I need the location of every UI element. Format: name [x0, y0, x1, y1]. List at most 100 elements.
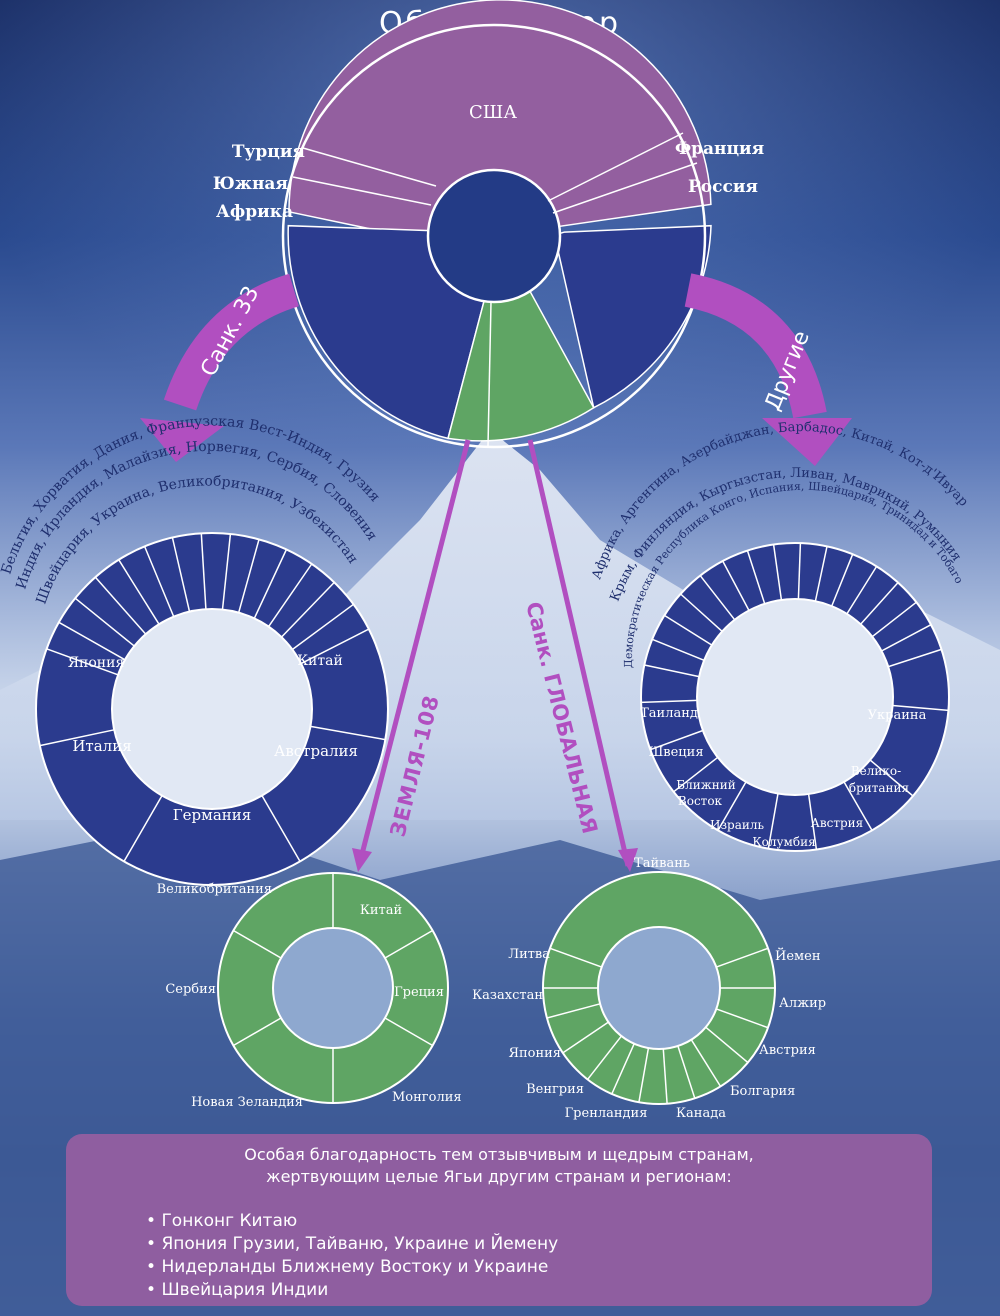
earth108-label-greece: Греция [394, 985, 444, 1000]
earth108-label-china: Китай [360, 903, 402, 918]
ring-divider [171, 537, 191, 612]
ring-divider [39, 729, 115, 747]
ring-divider [881, 624, 932, 652]
global-label-bulgaria: Болгария [730, 1084, 795, 1099]
sank33-label-japan: Япония [68, 655, 125, 671]
ring-divider [118, 559, 160, 625]
other-label-thailand: Таиланд [640, 706, 698, 721]
global-label-yemen: Йемен [775, 947, 821, 964]
earth108-ring [217, 872, 449, 1104]
ring-divider [892, 704, 949, 712]
earth108-label-new-zealand: Новая Зеландия [191, 1095, 303, 1110]
other-ring-band [641, 543, 949, 851]
ring-divider [384, 929, 433, 959]
ring-divider [611, 1043, 635, 1095]
ring-divider [237, 539, 260, 613]
ring-divider [664, 614, 713, 646]
ring-divider [716, 947, 769, 968]
ring-divider [887, 648, 942, 668]
main-ring-hub [426, 168, 562, 304]
ring-divider [680, 593, 723, 632]
ring-divider [280, 581, 335, 638]
ring-divider [871, 601, 917, 638]
thanks-note: Особая благодарность тем отзывчивым и ще… [66, 1134, 932, 1306]
arrow-earth108-head [352, 848, 372, 872]
global-label-lithuania: Литва [508, 947, 550, 962]
ring-divider [46, 648, 119, 676]
sank33-ring-outer-edge [35, 532, 389, 886]
ring-divider [221, 533, 232, 610]
global-label-japan: Япония [508, 1046, 561, 1061]
arrow-global-line [527, 439, 631, 867]
label-south-africa-line2: Африка [216, 202, 293, 222]
earth108-label-serbia: Сербия [165, 982, 216, 997]
ring-divider [807, 793, 818, 850]
ring-divider [233, 1017, 282, 1047]
other-label-austria: Австрия [811, 816, 863, 830]
ring-divider [717, 781, 747, 831]
ring-divider [562, 1021, 609, 1054]
label-usa: США [469, 102, 517, 123]
ring-divider [846, 566, 878, 615]
sank33-ring [35, 532, 389, 886]
sank33-ring-hub [111, 608, 313, 810]
global-label-hungary: Венгрия [526, 1082, 584, 1097]
ring-divider [814, 546, 828, 602]
ring-divider [58, 621, 126, 661]
arrow-sank33-head [140, 418, 224, 462]
arrow-other-head [762, 418, 852, 466]
other-label-sweden: Швеция [648, 745, 703, 760]
other-label-middle-east-line1: Ближний [676, 778, 735, 792]
global-label-taiwan: Тайвань [634, 856, 690, 871]
earth108-label-mongolia: Монголия [392, 1090, 462, 1105]
thanks-item: Нидерланды Ближнему Востоку и Украине [146, 1256, 558, 1279]
ring-divider [767, 793, 779, 849]
ring-divider [722, 560, 750, 611]
label-turkey: Турция [232, 142, 305, 162]
ring-divider [650, 729, 704, 751]
ring-divider [94, 576, 147, 635]
global-label-austria: Австрия [759, 1043, 816, 1058]
main-ring [281, 0, 712, 449]
ring-divider [641, 699, 698, 704]
other-label-colombia: Колумбия [752, 835, 815, 849]
main-ring-outline [281, 23, 707, 449]
ring-divider [644, 664, 700, 678]
ring-divider [699, 575, 736, 621]
thanks-list: Гонконг Китаю Япония Грузии, Тайваню, Ук… [146, 1210, 558, 1302]
other-ring-outer-edge [640, 542, 950, 852]
ring-divider [860, 582, 899, 625]
label-france: Франция [675, 139, 764, 159]
main-ring-dividers [292, 132, 698, 447]
ring-divider [233, 929, 282, 959]
global-label-kazakhstan: Казахстан [472, 988, 543, 1003]
ring-divider [200, 533, 207, 610]
ring-divider [746, 550, 766, 605]
sank33-ring-band [36, 533, 388, 885]
global-label-algeria: Алжир [779, 996, 826, 1011]
global-ring-hub [597, 926, 721, 1050]
sank33-label-australia: Австралия [274, 742, 358, 760]
ring-divider [253, 549, 288, 619]
ring-divider [291, 603, 354, 651]
ring-divider [123, 795, 163, 862]
earth108-ring-hub [272, 927, 394, 1049]
global-label-canada: Канада [676, 1106, 726, 1121]
label-russia: Россия [688, 177, 758, 197]
ring-divider [261, 795, 301, 862]
other-ring-hub [696, 598, 894, 796]
global-label-greenland: Гренландия [565, 1106, 648, 1121]
sank33-label-china: Китай [297, 653, 343, 669]
ring-divider [587, 1035, 622, 1080]
other-label-uk-line2: британия [849, 781, 909, 795]
ring-divider [705, 1026, 749, 1064]
earth108-label-uk: Великобритания [157, 882, 272, 897]
thanks-intro-line1: Особая благодарность тем отзывчивым и ще… [244, 1145, 754, 1164]
thanks-intro-line2: жертвующим целые Ягьи другим странам и р… [266, 1167, 732, 1186]
thanks-item: Гонконг Китаю [146, 1210, 558, 1233]
ring-divider [546, 1003, 601, 1019]
sank33-label-germany: Германия [173, 806, 251, 824]
global-ring [542, 871, 776, 1105]
ring-divider [677, 1045, 696, 1099]
